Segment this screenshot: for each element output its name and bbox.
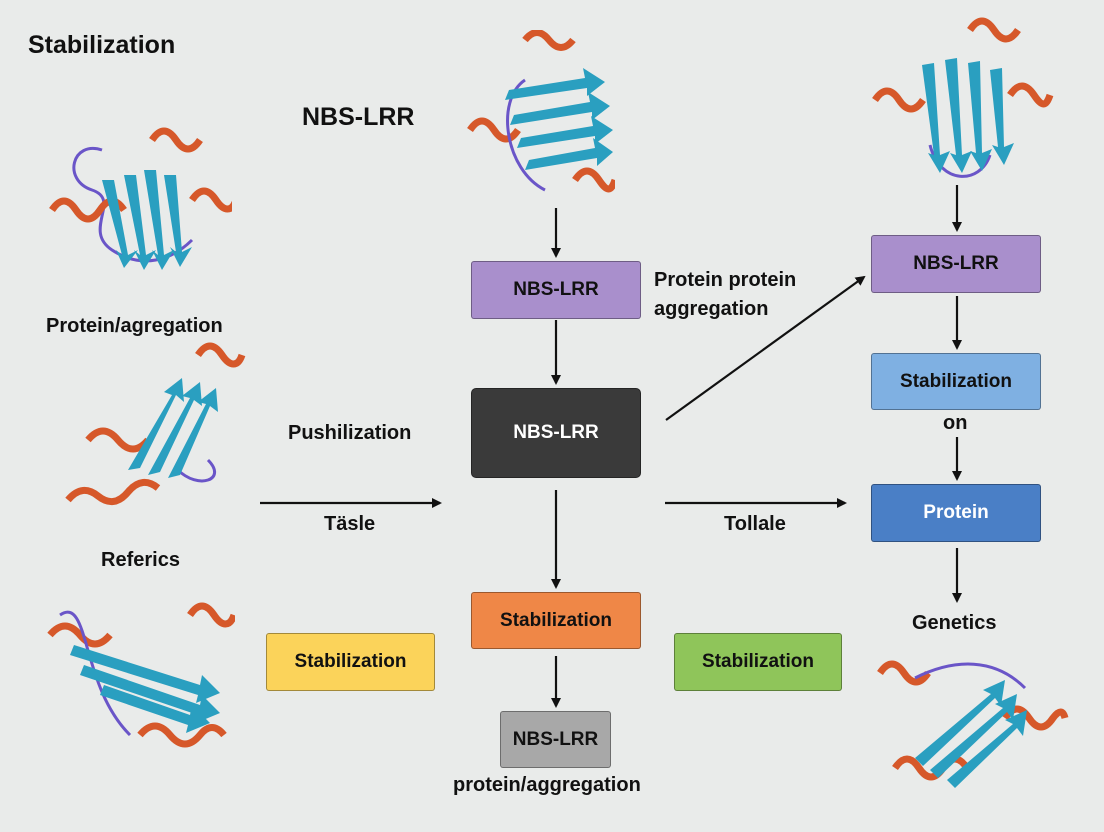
stabilization-box-blue-right: Stabilization	[871, 353, 1041, 410]
tollale-label: Tollale	[724, 513, 786, 535]
box-label: Stabilization	[294, 651, 407, 672]
protein-ribbon-icon	[65, 342, 246, 505]
page-title: Stabilization	[28, 31, 176, 59]
stabilization-box-yellow: Stabilization	[266, 633, 435, 691]
tasle-label: Täsle	[324, 513, 376, 535]
box-label: NBS-LRR	[913, 253, 999, 274]
nbs-lrr-box-purple-center: NBS-LRR	[471, 261, 641, 319]
protein-ribbon-icon	[47, 602, 235, 748]
pushilization-label: Pushilization	[288, 422, 412, 444]
protein-protein-label-line2: aggregation	[654, 298, 769, 320]
nbs-lrr-box-purple-right: NBS-LRR	[871, 235, 1041, 293]
protein-agregation-label: Protein/agregation	[46, 315, 223, 337]
referics-label: Referics	[101, 549, 180, 571]
box-label: Protein	[923, 502, 989, 523]
protein-ribbon-icon	[49, 127, 232, 270]
stabilization-box-orange: Stabilization	[471, 592, 641, 649]
nbs-lrr-box-dark-center: NBS-LRR	[471, 388, 641, 478]
box-label: Stabilization	[500, 609, 612, 631]
protein-ribbon-icon	[877, 660, 1069, 788]
nbs-lrr-header-label: NBS-LRR	[302, 103, 415, 131]
protein-box-blue-right: Protein	[871, 484, 1041, 542]
stabilization-box-green: Stabilization	[674, 633, 842, 691]
on-label: on	[943, 412, 968, 434]
protein-ribbon-icon	[872, 17, 1054, 178]
box-label: Stabilization	[702, 651, 814, 672]
protein-ribbon-icon	[467, 30, 615, 193]
arrow-dark-to-right-purple	[665, 275, 866, 421]
bottom-caption: protein/aggregation	[453, 774, 641, 796]
nbs-lrr-box-gray-bottom: NBS-LRR	[500, 711, 611, 768]
box-label: NBS-LRR	[512, 728, 599, 750]
genetics-label: Genetics	[912, 612, 997, 634]
protein-protein-label-line1: Protein protein	[654, 269, 797, 291]
box-label: NBS-LRR	[513, 279, 599, 300]
box-label: Stabilization	[900, 370, 1012, 392]
box-label: NBS-LRR	[513, 422, 599, 443]
